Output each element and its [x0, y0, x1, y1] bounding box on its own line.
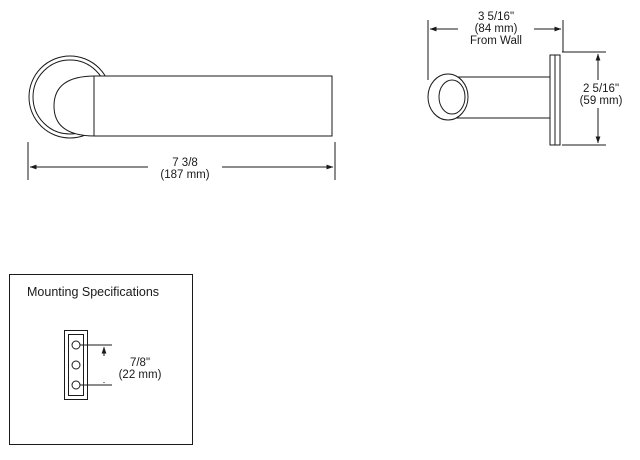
rose-label-background [572, 80, 638, 108]
mounting-title: Mounting Specifications [27, 285, 159, 299]
projection-label-background [458, 8, 534, 48]
mounting-hole-middle [71, 360, 81, 370]
hole-spacing-metric: (22 mm) [119, 369, 162, 381]
projection-dim-note: From Wall [470, 35, 522, 47]
mounting-specifications-panel: Mounting Specifications 7/8" (22 mm) [9, 274, 193, 445]
mounting-plate-outer [64, 330, 88, 400]
lever-end-cap-inner [438, 79, 466, 115]
rose-dim-metric: (59 mm) [580, 95, 623, 107]
length-dim-fraction: 7 3/8 [172, 157, 198, 169]
front-view: 7 3/8 (187 mm) [27, 55, 336, 182]
side-view: 3 5/16" (84 mm) From Wall 2 5/16" (59 mm… [427, 8, 638, 146]
rose-dim-fraction: 2 5/16" [583, 83, 619, 95]
length-dim-metric: (187 mm) [160, 169, 209, 181]
projection-dim-metric: (84 mm) [475, 23, 518, 35]
lever-end-cap [427, 73, 469, 121]
length-label-background [148, 156, 222, 182]
hole-spacing-gap [100, 356, 110, 382]
projection-dim-fraction: 3 5/16" [478, 11, 514, 23]
lever-handle [53, 75, 333, 137]
mounting-panel-border [9, 274, 193, 445]
mounting-plate-inner [68, 334, 84, 396]
hole-spacing-fraction: 7/8" [130, 357, 150, 369]
